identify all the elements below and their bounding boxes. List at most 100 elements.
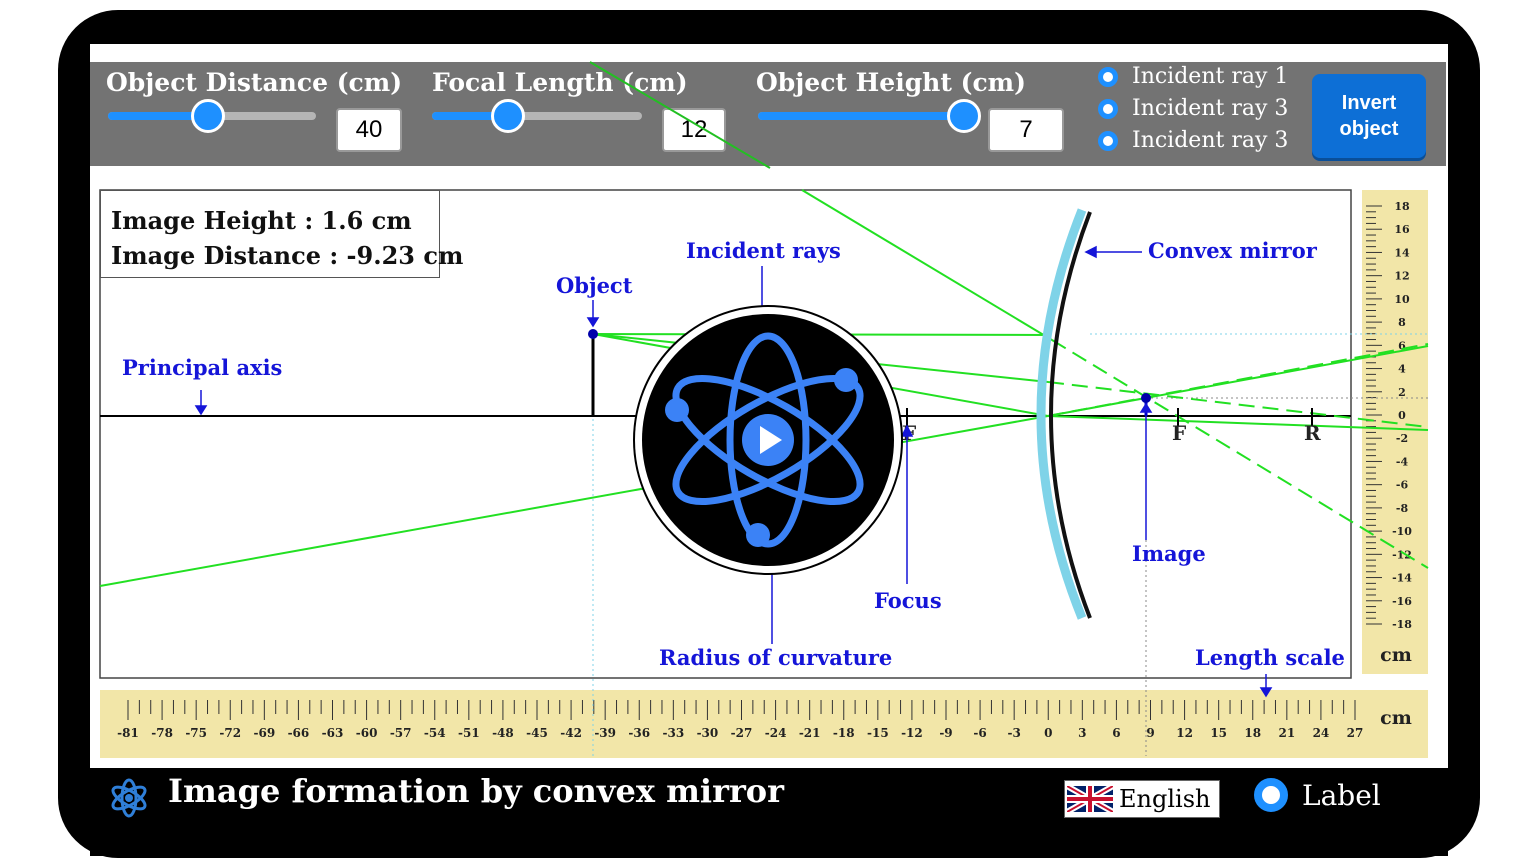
radio-selected-icon xyxy=(1098,98,1118,119)
vertical-tick-label: 12 xyxy=(1394,270,1409,283)
object-distance-input[interactable]: 40 xyxy=(336,108,402,152)
radius-marker: R xyxy=(1304,421,1321,445)
horizontal-tick-label: -33 xyxy=(662,726,684,740)
vertical-tick-label: -4 xyxy=(1396,455,1409,468)
horizontal-scale-ticks: -81 -78 -75 -72 -69 -66 -63 -60 -57 -54 -51 -48 -45 -… xyxy=(117,700,1412,740)
invert-object-button[interactable]: Invert object xyxy=(1312,74,1426,158)
horizontal-tick-label: -69 xyxy=(253,726,275,740)
horizontal-tick-label: -12 xyxy=(901,726,923,740)
invert-button-line2: object xyxy=(1339,118,1399,140)
object-height-slider-thumb[interactable] xyxy=(947,99,981,133)
horizontal-tick-label: 18 xyxy=(1244,726,1261,740)
horizontal-tick-label: 6 xyxy=(1112,726,1120,740)
horizontal-tick-label: -54 xyxy=(424,726,446,740)
horizontal-tick-label: -57 xyxy=(390,726,412,740)
object-height-input[interactable]: 7 xyxy=(988,108,1064,152)
horizontal-tick-label: 9 xyxy=(1146,726,1154,740)
horizontal-tick-label: -3 xyxy=(1007,726,1020,740)
ray-1-incident xyxy=(801,189,1053,341)
principal-axis-pointer-arrow xyxy=(194,405,208,416)
horizontal-tick-label: -15 xyxy=(867,726,889,740)
electron-3 xyxy=(746,523,770,547)
ray-option-2[interactable]: Incident ray 3 xyxy=(1098,96,1288,121)
horizontal-tick-label: 24 xyxy=(1313,726,1330,740)
object-height-label: Object Height (cm) xyxy=(756,68,1026,97)
language-label: English xyxy=(1119,785,1211,813)
object-distance-slider[interactable] xyxy=(108,99,316,133)
horizontal-tick-label: -66 xyxy=(288,726,310,740)
focal-length-slider[interactable] xyxy=(432,99,642,133)
vertical-tick-label: -6 xyxy=(1396,479,1409,492)
image-tip xyxy=(1141,393,1151,403)
vertical-tick-label: -10 xyxy=(1392,525,1412,538)
atom-icon xyxy=(672,332,864,548)
horizontal-tick-label: -75 xyxy=(185,726,207,740)
invert-button-line1: Invert xyxy=(1341,92,1397,114)
horizontal-tick-label: -81 xyxy=(117,726,139,740)
electron-1 xyxy=(834,368,858,392)
vertical-tick-label: 0 xyxy=(1398,409,1406,422)
image-height-readout: Image Height : 1.6 cm xyxy=(111,206,412,235)
vertical-tick-label: -2 xyxy=(1396,432,1408,445)
footer-bar xyxy=(90,768,1448,856)
vertical-tick-label: 18 xyxy=(1394,200,1410,213)
convex-mirror-label: Convex mirror xyxy=(1148,238,1317,263)
image-pointer-arrow xyxy=(1139,402,1153,413)
object-distance-label: Object Distance (cm) xyxy=(106,68,403,97)
image-distance-readout: Image Distance : -9.23 cm xyxy=(111,241,464,270)
mirror-pointer-arrow xyxy=(1084,245,1097,259)
play-icon[interactable] xyxy=(760,426,782,454)
horizontal-tick-label: -63 xyxy=(322,726,344,740)
radius-of-curvature-label: Radius of curvature xyxy=(659,645,893,670)
object-tip[interactable] xyxy=(588,329,598,339)
vertical-tick-label: 4 xyxy=(1398,363,1406,376)
vertical-tick-label: 8 xyxy=(1398,316,1406,329)
vertical-tick-label: 16 xyxy=(1394,223,1410,236)
vertical-tick-label: 6 xyxy=(1398,339,1406,352)
ray-option-1-label: Incident ray 1 xyxy=(1132,64,1289,89)
object-distance-slider-fill xyxy=(108,112,208,120)
horizontal-tick-label: -48 xyxy=(492,726,514,740)
simulation-screen: Object Distance (cm) 40 Focal Length (cm… xyxy=(90,44,1448,856)
vertical-tick-label: -14 xyxy=(1392,572,1412,585)
horizontal-tick-label: -30 xyxy=(697,726,719,740)
radio-selected-icon xyxy=(1098,66,1118,87)
focus-label: Focus xyxy=(874,588,942,613)
object-label: Object xyxy=(556,273,633,298)
convex-mirror-back xyxy=(1036,208,1087,620)
play-video-overlay[interactable] xyxy=(633,305,903,575)
image-label: Image xyxy=(1132,541,1206,566)
image-info-box: Image Height : 1.6 cm Image Distance : -… xyxy=(100,190,464,278)
atom-logo-icon xyxy=(111,778,147,818)
vertical-tick-label: -16 xyxy=(1392,595,1412,608)
horizontal-tick-label: -9 xyxy=(939,726,952,740)
focal-length-label: Focal Length (cm) xyxy=(432,68,688,97)
horizontal-tick-label: -45 xyxy=(526,726,548,740)
ray-option-3[interactable]: Incident ray 3 xyxy=(1098,128,1288,153)
label-toggle[interactable]: Label xyxy=(1254,778,1381,812)
horizontal-tick-label: -51 xyxy=(458,726,480,740)
length-scale-label: Length scale xyxy=(1195,645,1345,670)
horizontal-scale-unit: cm xyxy=(1380,707,1412,729)
ray-option-2-label: Incident ray 3 xyxy=(1132,96,1289,121)
language-selector[interactable]: English xyxy=(1064,780,1220,818)
object-height-slider[interactable] xyxy=(758,99,981,133)
horizontal-tick-label: -21 xyxy=(799,726,821,740)
horizontal-tick-label: -78 xyxy=(151,726,173,740)
horizontal-tick-label: 21 xyxy=(1278,726,1295,740)
horizontal-tick-label: 3 xyxy=(1078,726,1086,740)
label-pointers xyxy=(194,245,1273,698)
horizontal-tick-label: 15 xyxy=(1210,726,1227,740)
horizontal-tick-label: -72 xyxy=(219,726,241,740)
virtual-ray-2 xyxy=(1047,381,1429,428)
focus-marker-right: F xyxy=(1172,421,1186,445)
label-toggle-text: Label xyxy=(1302,778,1381,812)
focal-length-input[interactable]: 12 xyxy=(662,108,726,152)
vertical-tick-label: -18 xyxy=(1392,618,1412,631)
focal-length-slider-thumb[interactable] xyxy=(490,99,525,133)
ray-option-1[interactable]: Incident ray 1 xyxy=(1098,64,1288,89)
virtual-ray-3 xyxy=(1047,343,1429,417)
horizontal-tick-label: -60 xyxy=(356,726,378,740)
object-distance-slider-thumb[interactable] xyxy=(190,99,225,133)
